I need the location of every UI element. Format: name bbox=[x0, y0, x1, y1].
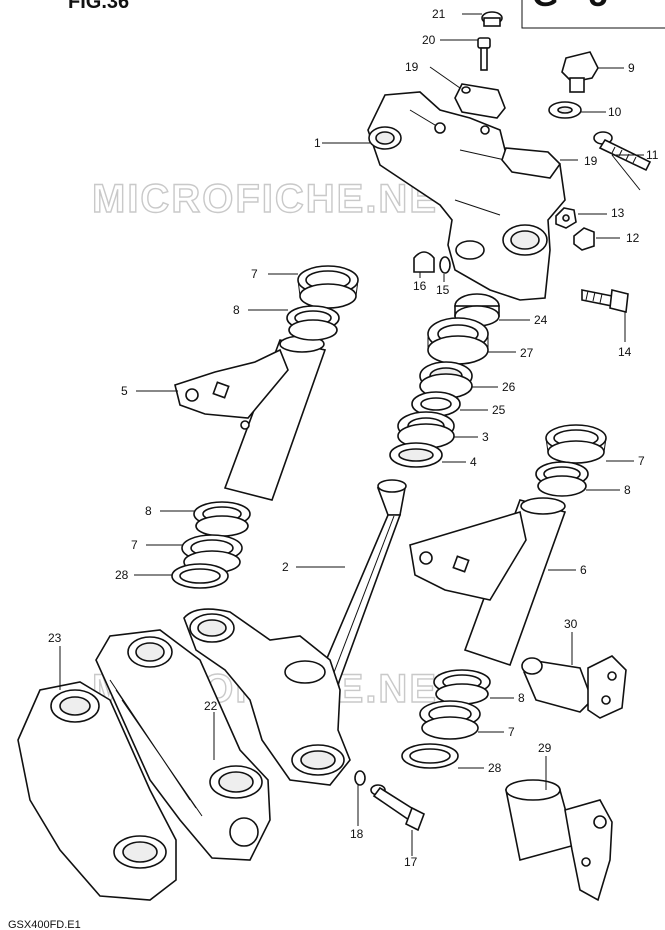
callout-numbers: 21 20 19 1 9 10 19 11 13 12 16 15 14 24 … bbox=[48, 7, 659, 869]
callout-24: 24 bbox=[534, 313, 548, 327]
cap-21 bbox=[481, 11, 503, 27]
callout-8-right-top: 8 bbox=[624, 483, 631, 497]
ring-7-right bbox=[419, 700, 481, 740]
callout-29: 29 bbox=[538, 741, 552, 755]
callout-6: 6 bbox=[580, 563, 587, 577]
cover-22 bbox=[95, 629, 271, 861]
leader-lines bbox=[59, 13, 644, 856]
bolt-11 bbox=[593, 131, 652, 172]
callout-3: 3 bbox=[482, 430, 489, 444]
callout-7-right: 7 bbox=[508, 725, 515, 739]
callout-4: 4 bbox=[470, 455, 477, 469]
callout-8-top-left: 8 bbox=[233, 303, 240, 317]
callout-18: 18 bbox=[350, 827, 364, 841]
callout-19-right: 19 bbox=[584, 154, 598, 168]
washer-10 bbox=[548, 101, 582, 119]
steering-lock-29 bbox=[505, 779, 613, 902]
callout-16: 16 bbox=[413, 279, 427, 293]
nut-12 bbox=[573, 227, 595, 251]
callout-8-right: 8 bbox=[518, 691, 525, 705]
callout-30: 30 bbox=[564, 617, 578, 631]
lower-bracket bbox=[183, 608, 351, 786]
ring-7-top bbox=[297, 265, 359, 309]
model-code: GSX400FD.E1 bbox=[8, 919, 81, 930]
callout-1: 1 bbox=[314, 136, 321, 150]
steering-stem bbox=[314, 479, 407, 691]
callout-17: 17 bbox=[404, 855, 418, 869]
figure-label: FIG.36 bbox=[68, 0, 129, 13]
callout-12: 12 bbox=[626, 231, 640, 245]
washer-18 bbox=[354, 770, 366, 786]
bolt-17 bbox=[370, 784, 426, 832]
callout-20: 20 bbox=[422, 33, 436, 47]
callout-14: 14 bbox=[618, 345, 632, 359]
callout-11: 11 bbox=[646, 148, 659, 162]
ring-7-right-top bbox=[545, 424, 607, 464]
callout-13: 13 bbox=[611, 206, 625, 220]
headlight-bracket-left bbox=[174, 335, 327, 501]
callout-5: 5 bbox=[121, 384, 128, 398]
callout-7-top-left: 7 bbox=[251, 267, 258, 281]
callout-7-left: 7 bbox=[131, 538, 138, 552]
upper-bracket bbox=[367, 91, 566, 301]
callout-2: 2 bbox=[282, 560, 289, 574]
headlight-bracket-right bbox=[409, 497, 567, 667]
callout-26: 26 bbox=[502, 380, 516, 394]
handlebar-clamp-right bbox=[501, 147, 562, 179]
bolt-14 bbox=[581, 289, 629, 313]
bearing-stack bbox=[389, 293, 500, 468]
callout-9: 9 bbox=[628, 61, 635, 75]
cover-23 bbox=[17, 681, 177, 901]
handlebar-clamp-left bbox=[454, 83, 506, 119]
callout-7-right-top: 7 bbox=[638, 454, 645, 468]
ring-8-right-top bbox=[535, 461, 589, 497]
ring-28-left bbox=[171, 563, 229, 589]
bolt-20 bbox=[477, 37, 491, 71]
steering-lock-30 bbox=[521, 655, 627, 719]
callout-15: 15 bbox=[436, 283, 450, 297]
group-label: G - 5 bbox=[532, 0, 608, 14]
callout-27: 27 bbox=[520, 346, 534, 360]
callout-10: 10 bbox=[608, 105, 622, 119]
callout-28-right: 28 bbox=[488, 761, 502, 775]
nut-13 bbox=[555, 207, 577, 229]
ring-8-top bbox=[286, 305, 340, 341]
cap-nut-16 bbox=[413, 251, 435, 273]
callout-22: 22 bbox=[204, 699, 218, 713]
ring-8-left bbox=[193, 501, 251, 537]
watermark-top: MICROFICHE.NET bbox=[92, 177, 464, 221]
bolt-9 bbox=[561, 51, 599, 93]
callout-23: 23 bbox=[48, 631, 62, 645]
callout-28-left: 28 bbox=[115, 568, 129, 582]
callout-25: 25 bbox=[492, 403, 506, 417]
ring-28-right bbox=[401, 743, 459, 769]
washer-15 bbox=[439, 256, 451, 274]
callout-19-left: 19 bbox=[405, 60, 419, 74]
ring-8-right bbox=[433, 669, 491, 705]
callout-21: 21 bbox=[432, 7, 446, 21]
group-box: G - 5 bbox=[521, 0, 665, 29]
callout-8-left: 8 bbox=[145, 504, 152, 518]
